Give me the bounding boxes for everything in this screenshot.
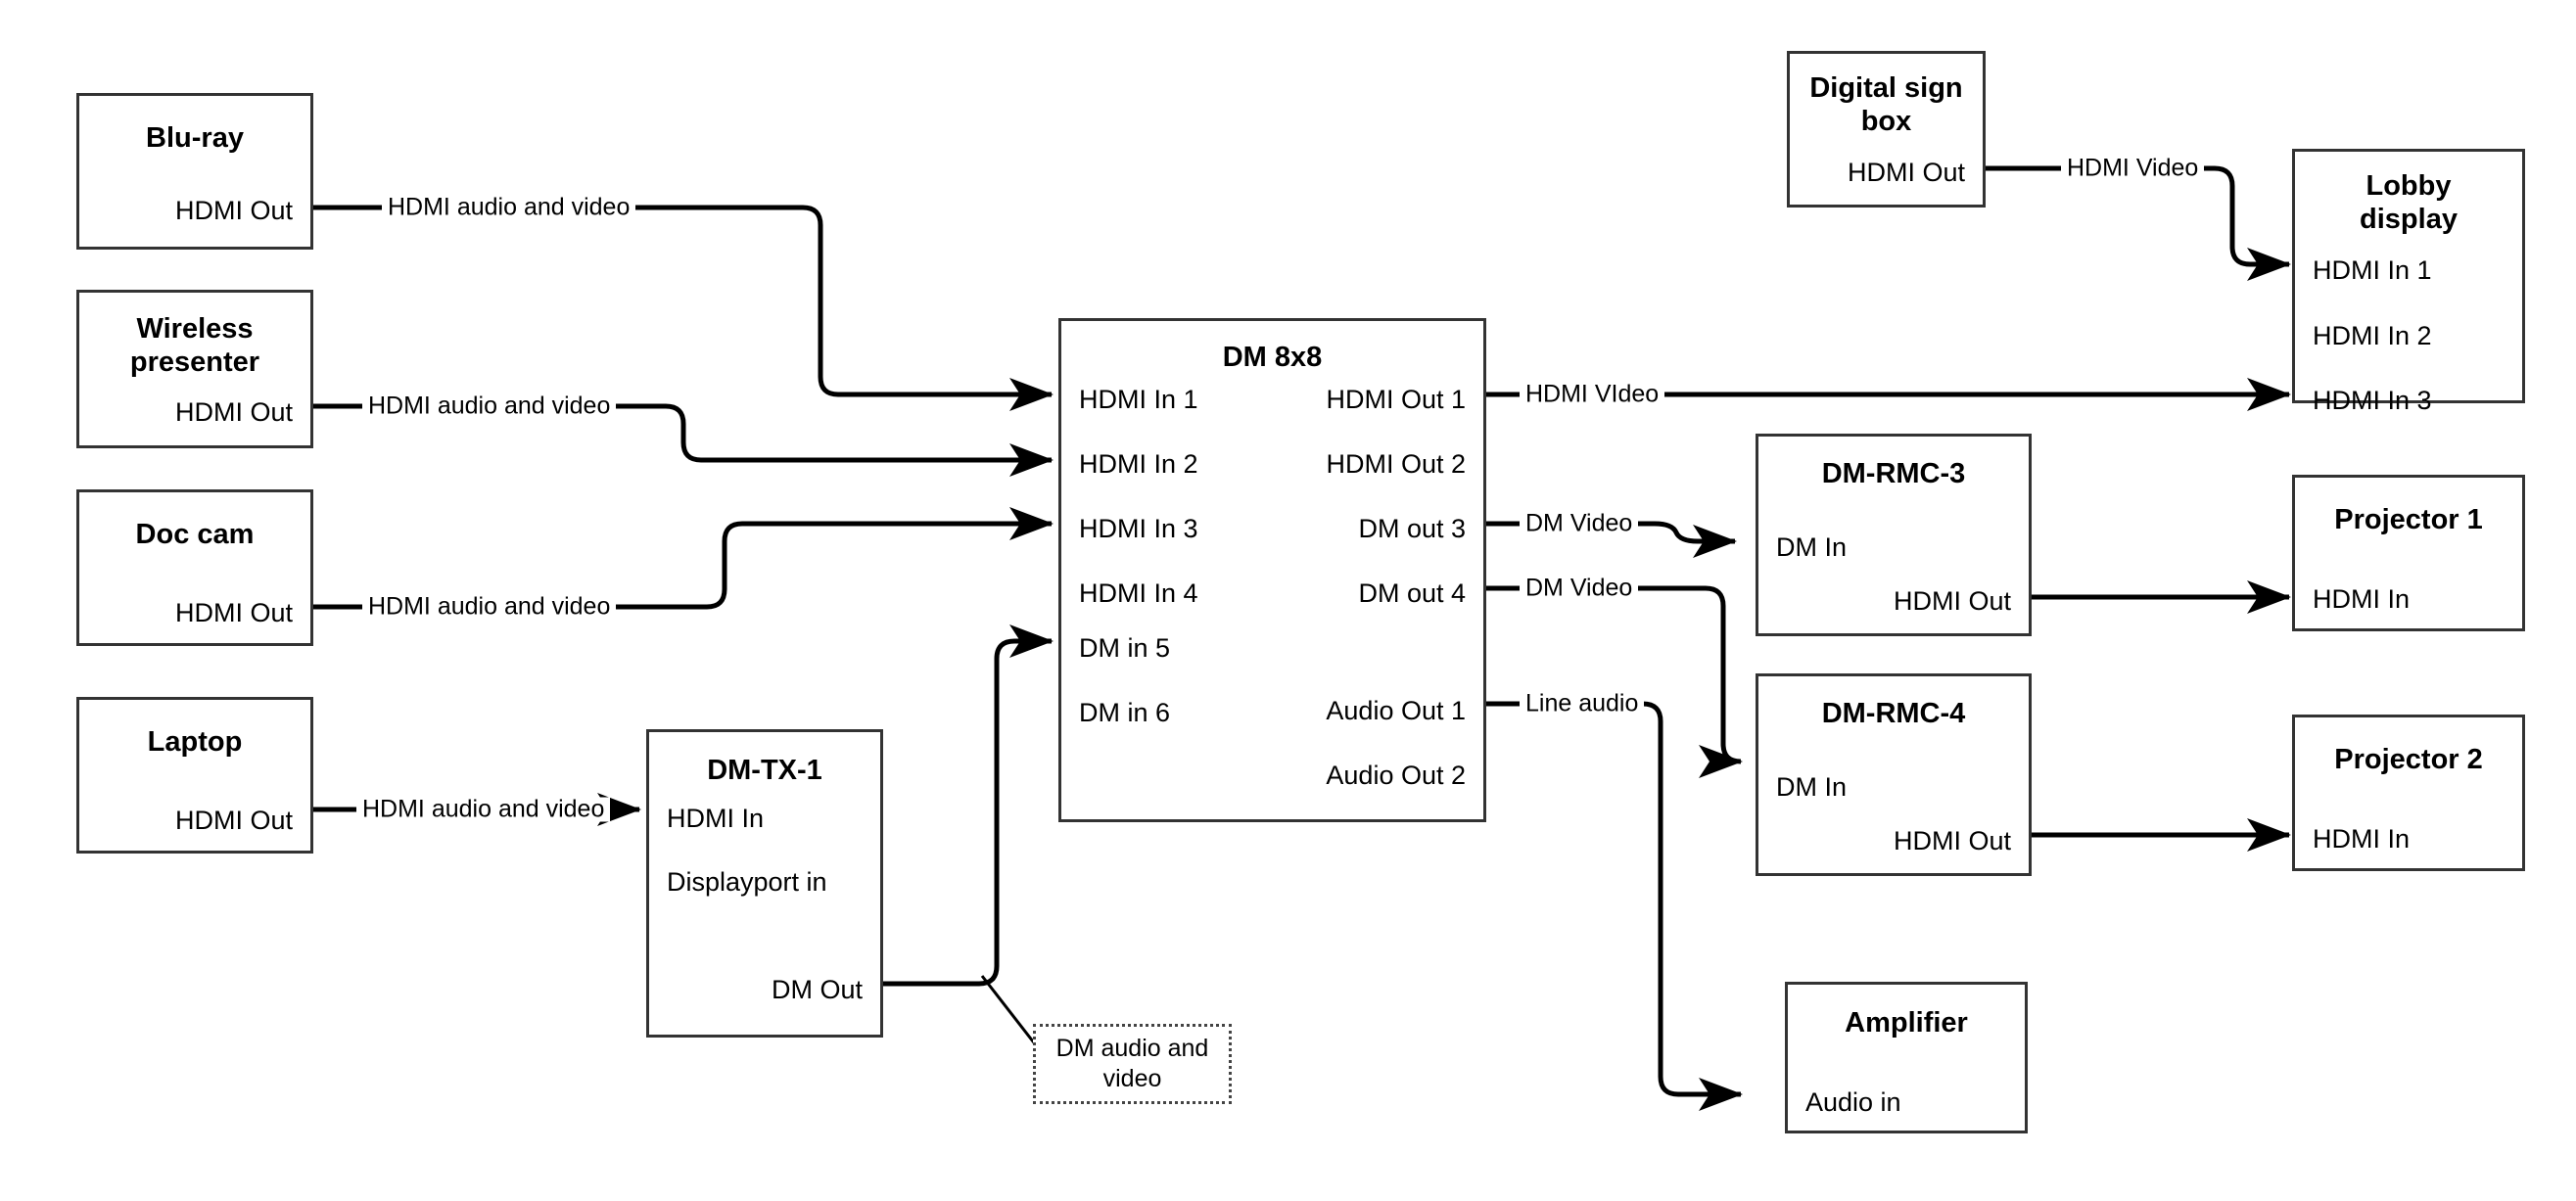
node-digital-sign-box-port-hdmi-out: HDMI Out	[1847, 158, 1965, 187]
node-digital-sign-box-title-line1: Digital sign	[1809, 72, 1963, 104]
node-dm-8x8-port-hdmi-out-2: HDMI Out 2	[1326, 449, 1466, 479]
wire-label-dm-out-4: DM Video	[1520, 576, 1639, 601]
node-dm-8x8-port-dm-out-3: DM out 3	[1358, 514, 1466, 543]
wire-label-doccam: HDMI audio and video	[362, 594, 617, 620]
node-dm-8x8-port-audio-out-2: Audio Out 2	[1326, 761, 1466, 790]
node-amplifier-title: Amplifier	[1845, 1007, 1968, 1039]
wire-label-wireless: HDMI audio and video	[362, 393, 617, 419]
node-doc-cam-port-hdmi-out: HDMI Out	[174, 598, 293, 627]
node-dm-8x8-port-audio-out-1: Audio Out 1	[1326, 696, 1466, 725]
node-dm-rmc-4[interactable]: DM-RMC-4 DM In HDMI Out	[1756, 673, 2032, 876]
node-dm-8x8-port-dm-in-5: DM in 5	[1079, 633, 1171, 663]
node-dm-rmc-4-port-dm-in: DM In	[1776, 772, 1848, 802]
node-projector-2-port-hdmi-in: HDMI In	[2313, 824, 2411, 854]
node-bluray-port-hdmi-out: HDMI Out	[174, 196, 293, 225]
callout-leader-line	[980, 975, 1042, 1051]
node-lobby-display-port-hdmi-in-3: HDMI In 3	[2313, 386, 2432, 415]
wire-bluray-to-dm8x8	[313, 205, 1054, 411]
callout-dm-audio-and-video-text: DM audio and video	[1055, 1034, 1209, 1092]
node-lobby-display-port-hdmi-in-1: HDMI In 1	[2313, 255, 2432, 285]
node-dm-8x8-title: DM 8x8	[1222, 342, 1323, 373]
node-amplifier[interactable]: Amplifier Audio in	[1785, 982, 2028, 1133]
node-doc-cam-title: Doc cam	[135, 519, 255, 550]
node-wireless-presenter-port-hdmi-out: HDMI Out	[174, 397, 293, 427]
wire-label-signbox: HDMI Video	[2061, 156, 2205, 181]
node-dm-tx-1-port-dm-out: DM Out	[771, 975, 863, 1004]
node-laptop-port-hdmi-out: HDMI Out	[174, 806, 293, 835]
wire-dm8x8-out3-to-rmc3	[1486, 521, 1737, 558]
node-digital-sign-box[interactable]: Digital sign box HDMI Out	[1787, 51, 1986, 208]
node-projector-2-title: Projector 2	[2334, 744, 2483, 775]
wire-label-dm-out-3: DM Video	[1520, 511, 1639, 536]
wire-label-laptop: HDMI audio and video	[356, 797, 611, 822]
node-dm-8x8-port-hdmi-in-1: HDMI In 1	[1079, 385, 1198, 414]
node-dm-8x8-port-hdmi-in-4: HDMI In 4	[1079, 578, 1198, 608]
node-lobby-display[interactable]: Lobby display HDMI In 1 HDMI In 2 HDMI I…	[2292, 149, 2525, 414]
node-projector-1-port-hdmi-in: HDMI In	[2313, 584, 2411, 614]
wire-dmtx1-to-dm8x8	[883, 624, 1054, 987]
node-lobby-display-port-hdmi-in-2: HDMI In 2	[2313, 321, 2432, 350]
node-wireless-presenter-title: Wireless presenter	[79, 312, 310, 379]
node-lobby-display-title-line2: display	[2360, 204, 2458, 236]
node-projector-1[interactable]: Projector 1 HDMI In	[2292, 475, 2525, 631]
node-dm-8x8[interactable]: DM 8x8 HDMI In 1 HDMI In 2 HDMI In 3 HDM…	[1058, 318, 1486, 822]
node-dm-8x8-port-dm-in-6: DM in 6	[1079, 698, 1171, 727]
node-laptop[interactable]: Laptop HDMI Out	[76, 697, 313, 854]
wire-label-hdmi-out-1: HDMI VIdeo	[1520, 382, 1665, 407]
node-dm-tx-1[interactable]: DM-TX-1 HDMI In Displayport in DM Out	[646, 729, 883, 1038]
node-dm-8x8-port-hdmi-in-2: HDMI In 2	[1079, 449, 1198, 479]
node-projector-2[interactable]: Projector 2 HDMI In	[2292, 715, 2525, 871]
node-wireless-presenter-title-line1: Wireless	[136, 313, 254, 345]
node-dm-rmc-4-port-hdmi-out: HDMI Out	[1893, 826, 2011, 855]
node-bluray-title: Blu-ray	[146, 122, 244, 154]
node-amplifier-port-audio-in: Audio in	[1805, 1087, 1901, 1117]
wire-label-bluray: HDMI audio and video	[382, 195, 636, 220]
node-dm-rmc-3[interactable]: DM-RMC-3 DM In HDMI Out	[1756, 434, 2032, 636]
node-dm-rmc-4-title: DM-RMC-4	[1821, 698, 1966, 729]
callout-dm-audio-and-video: DM audio and video	[1033, 1024, 1232, 1104]
node-dm-rmc-3-port-dm-in: DM In	[1776, 532, 1848, 562]
wire-label-audio-out-1: Line audio	[1520, 691, 1645, 716]
node-dm-tx-1-port-displayport-in: Displayport in	[667, 867, 827, 897]
wire-dm8x8-audio1-to-amp	[1486, 701, 1743, 1111]
node-laptop-title: Laptop	[147, 726, 243, 758]
wire-signbox-to-lobby	[1986, 165, 2291, 281]
node-dm-8x8-port-dm-out-4: DM out 4	[1358, 578, 1466, 608]
node-digital-sign-box-title-line2: box	[1860, 106, 1912, 138]
node-dm-rmc-3-port-hdmi-out: HDMI Out	[1893, 586, 2011, 616]
wire-doccam-to-dm8x8	[313, 506, 1054, 610]
wire-dm8x8-out4-to-rmc4	[1486, 585, 1743, 778]
node-dm-8x8-port-hdmi-out-1: HDMI Out 1	[1326, 385, 1466, 414]
node-lobby-display-title-line1: Lobby	[2365, 170, 2452, 202]
node-projector-1-title: Projector 1	[2334, 504, 2483, 535]
node-lobby-display-title: Lobby display	[2295, 169, 2522, 236]
node-bluray[interactable]: Blu-ray HDMI Out	[76, 93, 313, 250]
node-wireless-presenter-title-line2: presenter	[129, 346, 260, 379]
wire-wireless-to-dm8x8	[313, 403, 1054, 477]
node-dm-tx-1-port-hdmi-in: HDMI In	[667, 804, 765, 833]
node-doc-cam[interactable]: Doc cam HDMI Out	[76, 489, 313, 646]
node-dm-8x8-port-hdmi-in-3: HDMI In 3	[1079, 514, 1198, 543]
node-dm-rmc-3-title: DM-RMC-3	[1821, 458, 1966, 489]
node-dm-tx-1-title: DM-TX-1	[707, 755, 822, 786]
node-digital-sign-box-title: Digital sign box	[1790, 71, 1983, 138]
node-wireless-presenter[interactable]: Wireless presenter HDMI Out	[76, 290, 313, 448]
